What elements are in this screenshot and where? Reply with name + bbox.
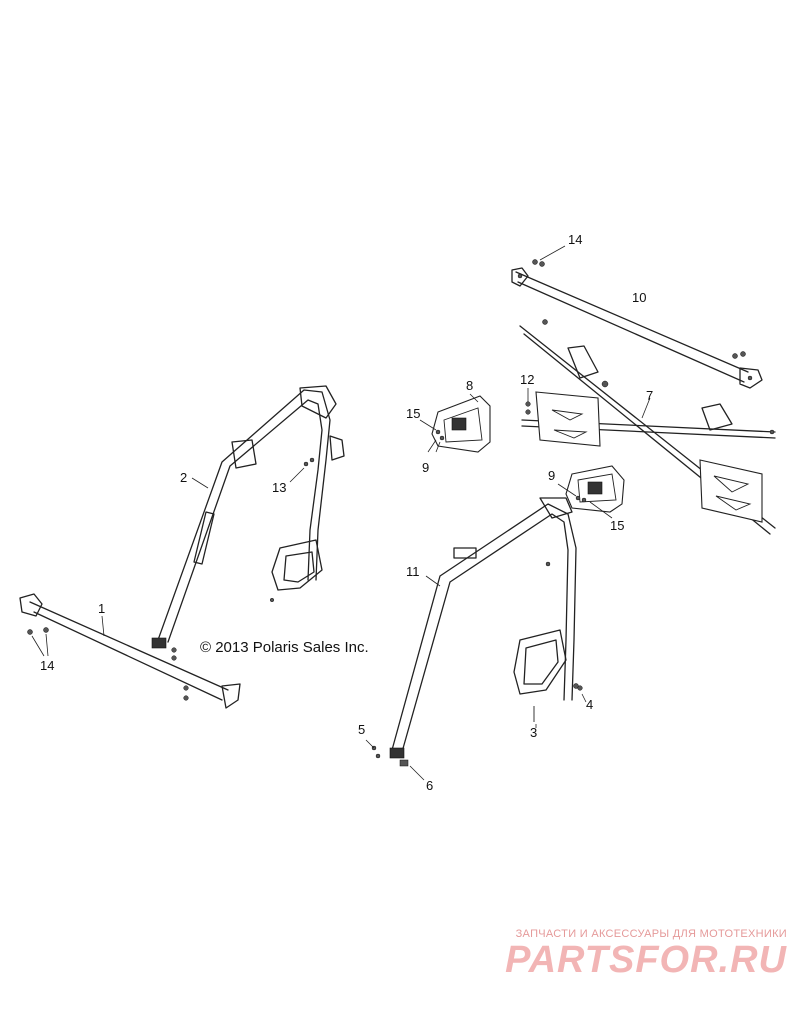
callout-5: 5 — [358, 722, 365, 737]
part-9-15-hardware-left — [419, 419, 445, 453]
callout-11: 11 — [406, 564, 420, 579]
watermark-logo: PARTSFOR.RU — [505, 939, 787, 981]
part-1-front-cross-tube — [19, 593, 241, 709]
light-right — [557, 465, 625, 519]
callout-4: 4 — [586, 697, 593, 712]
callouts: 1 2 3 4 5 6 7 8 9 9 10 11 12 13 14 14 15… — [40, 232, 653, 793]
copyright-notice: © 2013 Polaris Sales Inc. — [200, 639, 369, 656]
part-13-hardware — [289, 457, 315, 483]
part-12-hardware — [525, 388, 531, 415]
part-10-rear-cross-tube — [511, 267, 763, 389]
callout-14a: 14 — [568, 232, 582, 247]
callout-9a: 9 — [422, 460, 429, 475]
part-7-rear-x-brace — [519, 325, 776, 535]
callout-8: 8 — [466, 378, 473, 393]
callout-6: 6 — [426, 778, 433, 793]
part-2-left-roll-bar — [151, 385, 345, 661]
callout-13: 13 — [272, 480, 286, 495]
callout-3: 3 — [530, 725, 537, 740]
callout-10: 10 — [632, 290, 646, 305]
callout-12: 12 — [520, 372, 534, 387]
watermark-subtitle: ЗАПЧАСТИ И АКСЕССУАРЫ ДЛЯ МОТОТЕХНИКИ — [515, 928, 787, 940]
callout-2: 2 — [180, 470, 187, 485]
part-11-right-roll-bar — [389, 497, 579, 759]
part-14-hardware-top — [532, 245, 566, 325]
callout-14b: 14 — [40, 658, 54, 673]
part-3-6-hardware — [365, 685, 587, 781]
callout-9b: 9 — [548, 468, 555, 483]
watermark: ЗАПЧАСТИ И АКСЕССУАРЫ ДЛЯ МОТОТЕХНИКИ PA… — [487, 928, 787, 980]
callout-1: 1 — [98, 601, 105, 616]
callout-15b: 15 — [610, 518, 624, 533]
callout-7: 7 — [646, 388, 653, 403]
part-8-light-left — [431, 393, 491, 453]
callout-15a: 15 — [406, 406, 420, 421]
